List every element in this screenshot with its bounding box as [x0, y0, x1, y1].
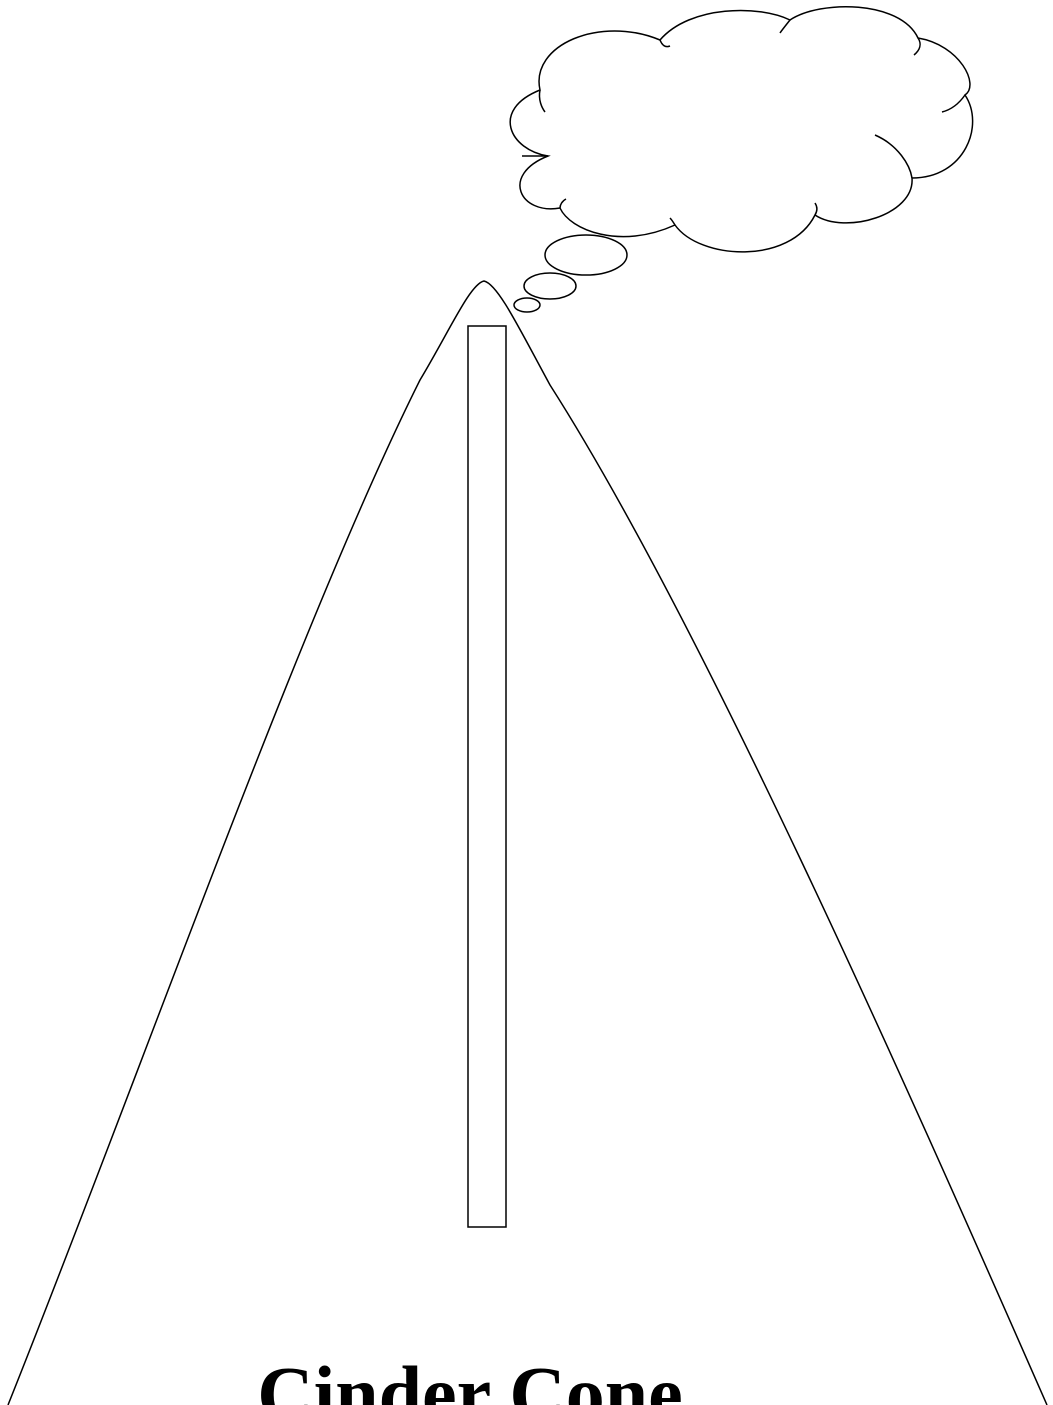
eruption-cloud — [510, 7, 972, 252]
volcano-cone-outline — [8, 281, 1047, 1405]
central-vent — [468, 326, 506, 1227]
cloud-puff-small — [514, 298, 540, 312]
diagram-title: Cinder Cone — [257, 1350, 682, 1405]
cloud-puff-medium — [524, 273, 576, 299]
cloud-puff-large — [545, 235, 627, 275]
